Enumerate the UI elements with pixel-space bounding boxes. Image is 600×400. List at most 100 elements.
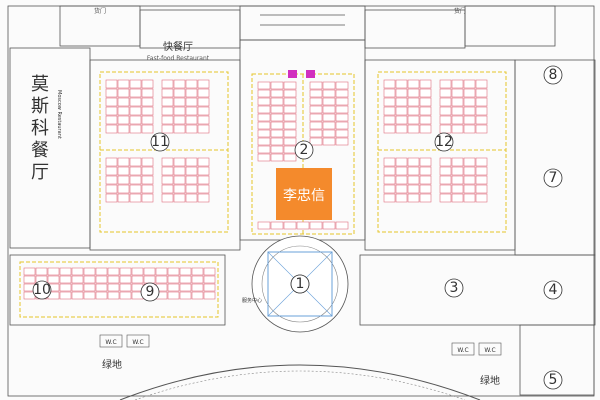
booth	[59, 283, 72, 292]
booth	[283, 105, 297, 114]
hall-8-circle[interactable]	[543, 65, 563, 85]
booth	[197, 193, 210, 203]
magenta-marker-left	[288, 70, 297, 78]
booth	[167, 267, 180, 276]
booth	[173, 79, 186, 89]
booth	[270, 137, 284, 146]
booth	[407, 124, 420, 134]
booth	[383, 97, 396, 107]
plaza-arc	[119, 364, 481, 400]
booth	[117, 166, 130, 176]
booth	[107, 283, 120, 292]
booth	[141, 106, 154, 116]
hall-5-circle[interactable]	[543, 370, 563, 390]
booth	[117, 106, 130, 116]
booth	[173, 115, 186, 125]
booth	[322, 97, 336, 106]
booth	[161, 124, 174, 134]
booth	[463, 88, 476, 98]
booth	[407, 193, 420, 203]
booth	[179, 267, 192, 276]
booth	[23, 275, 36, 284]
hall-12-block	[364, 59, 516, 251]
booth	[283, 137, 297, 146]
booth	[197, 106, 210, 116]
hall-2-circle[interactable]	[294, 140, 314, 160]
booth	[395, 106, 408, 116]
booth	[105, 97, 118, 107]
booth	[309, 89, 323, 98]
booth	[129, 157, 142, 167]
booth	[395, 184, 408, 194]
booth	[83, 291, 96, 300]
booth	[407, 79, 420, 89]
booth	[95, 291, 108, 300]
booth	[475, 166, 488, 176]
booth	[185, 193, 198, 203]
restaurant-en-label: Moscow Restaurant	[56, 90, 62, 139]
booth	[129, 175, 142, 185]
booth	[161, 184, 174, 194]
booth	[105, 88, 118, 98]
booth	[167, 291, 180, 300]
hall-7-number: 7	[549, 170, 558, 186]
booth	[167, 275, 180, 284]
booth	[463, 106, 476, 116]
booth	[105, 157, 118, 167]
booth	[463, 184, 476, 194]
booth	[117, 193, 130, 203]
booth	[197, 184, 210, 194]
booth	[439, 184, 452, 194]
booth	[439, 124, 452, 134]
hall-7-circle[interactable]	[543, 168, 563, 188]
booth	[155, 275, 168, 284]
service-center-label: 服务中心	[242, 297, 262, 304]
booth	[322, 129, 336, 138]
booth	[383, 124, 396, 134]
highlighted-booth[interactable]	[276, 168, 332, 220]
hall-9-number: 9	[146, 284, 155, 300]
fast-food-en-label: Fast-food Restaurant	[147, 55, 210, 62]
restaurant-char-5: 厅	[31, 162, 49, 183]
wc-label-2: W.C	[132, 339, 143, 346]
booth	[283, 221, 297, 230]
booth	[283, 97, 297, 106]
hall-3-4-block	[359, 254, 596, 326]
booth	[475, 193, 488, 203]
booth	[439, 97, 452, 107]
booth	[419, 184, 432, 194]
top-structures	[59, 5, 556, 49]
booth	[395, 193, 408, 203]
hall-1-circle[interactable]	[290, 274, 310, 294]
booth	[270, 153, 284, 162]
booth	[105, 124, 118, 134]
booth	[119, 267, 132, 276]
hall-10-circle[interactable]	[32, 280, 52, 300]
hall-3-circle[interactable]	[444, 278, 464, 298]
booth	[141, 124, 154, 134]
booth	[257, 113, 271, 122]
booth	[322, 113, 336, 122]
booth	[197, 97, 210, 107]
wc-box-3	[451, 342, 475, 356]
booth	[95, 283, 108, 292]
booth	[185, 184, 198, 194]
booth	[335, 113, 349, 122]
booth	[395, 115, 408, 125]
booth	[117, 115, 130, 125]
booth	[161, 97, 174, 107]
hall-11-circle[interactable]	[150, 132, 170, 152]
wc-label-1: W.C	[105, 339, 116, 346]
booth	[395, 97, 408, 107]
booth	[270, 121, 284, 130]
booth	[283, 121, 297, 130]
booth	[197, 79, 210, 89]
hall-12-circle[interactable]	[434, 132, 454, 152]
booth	[475, 79, 488, 89]
hall-9-circle[interactable]	[140, 282, 160, 302]
booth	[191, 283, 204, 292]
hall-4-circle[interactable]	[543, 280, 563, 300]
booth	[335, 81, 349, 90]
booth	[395, 166, 408, 176]
booth	[173, 184, 186, 194]
